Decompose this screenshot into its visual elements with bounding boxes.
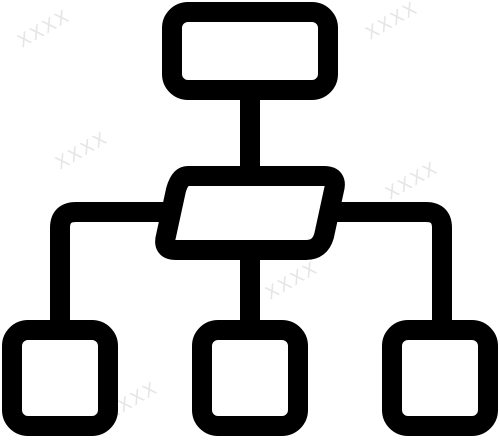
watermark-text: XXXX <box>362 0 422 44</box>
bottom-right-node-box <box>382 320 498 436</box>
watermark-text: XXXX <box>262 257 322 304</box>
connector-right-branch <box>322 202 452 340</box>
watermark-text: XXXX <box>14 5 74 52</box>
bottom-left-node-box <box>2 320 118 436</box>
middle-decision-parallelogram <box>155 166 345 260</box>
flowchart-shapes <box>2 2 498 436</box>
watermark-text: XXXX <box>52 127 112 174</box>
watermark-text: XXXX <box>382 157 442 204</box>
top-node-box <box>162 2 338 100</box>
bottom-center-node-box <box>192 320 308 436</box>
connector-left-branch <box>50 202 178 340</box>
